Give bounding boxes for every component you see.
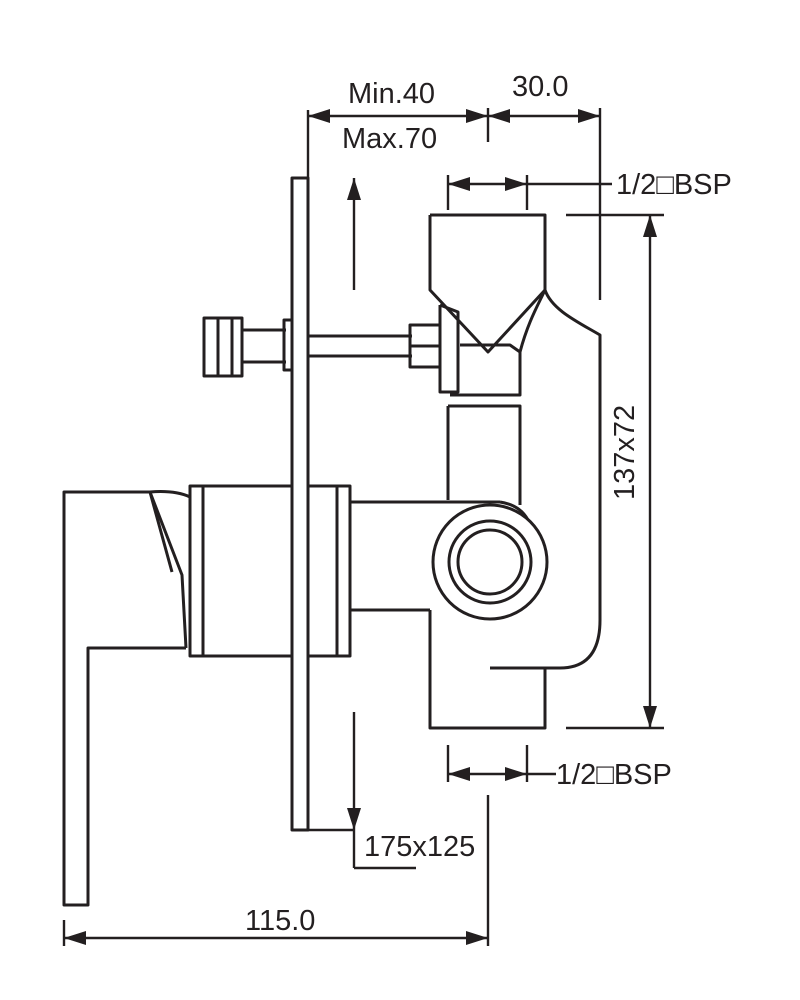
dim-overall-depth: 115.0 <box>62 795 490 946</box>
port-middle-ring <box>447 519 533 605</box>
label-outlet-thread: 1/2□BSP <box>556 759 672 791</box>
outlet-socket <box>428 610 547 730</box>
dim-inlet-thread: 1/2□BSP <box>446 169 732 210</box>
trim-cylinder <box>188 484 352 658</box>
dim-body-size: 137x72 <box>566 213 664 730</box>
body-outer-wall <box>490 289 602 670</box>
dim-plate-size: 175x125 <box>308 178 475 870</box>
label-body-size: 137x72 <box>609 405 641 500</box>
label-inlet-thread: 1/2□BSP <box>616 169 732 201</box>
lever-shoulder <box>149 490 191 499</box>
dim-outlet-thread: 1/2□BSP <box>446 745 672 791</box>
label-plate-size: 175x125 <box>364 831 475 863</box>
bolt-wingnut <box>202 316 244 378</box>
valve-body <box>350 213 602 730</box>
dim-depth: Min.40 Max.70 <box>306 78 488 178</box>
wall-plate <box>290 176 310 832</box>
label-max-depth: Max.70 <box>342 123 437 155</box>
inlet-socket <box>428 213 547 354</box>
lever-handle <box>62 490 191 907</box>
label-overall-depth: 115.0 <box>245 905 315 937</box>
label-offset: 30.0 <box>512 71 568 103</box>
port-inner-ring <box>456 528 524 596</box>
label-min-depth: Min.40 <box>348 78 435 110</box>
dim-offset: 30.0 <box>486 71 602 300</box>
body-bracket <box>438 303 460 394</box>
channel-top <box>450 343 522 397</box>
trim-sleeve <box>188 484 352 658</box>
lever-bevel-line <box>148 491 174 573</box>
mounting-bolt <box>202 316 442 378</box>
